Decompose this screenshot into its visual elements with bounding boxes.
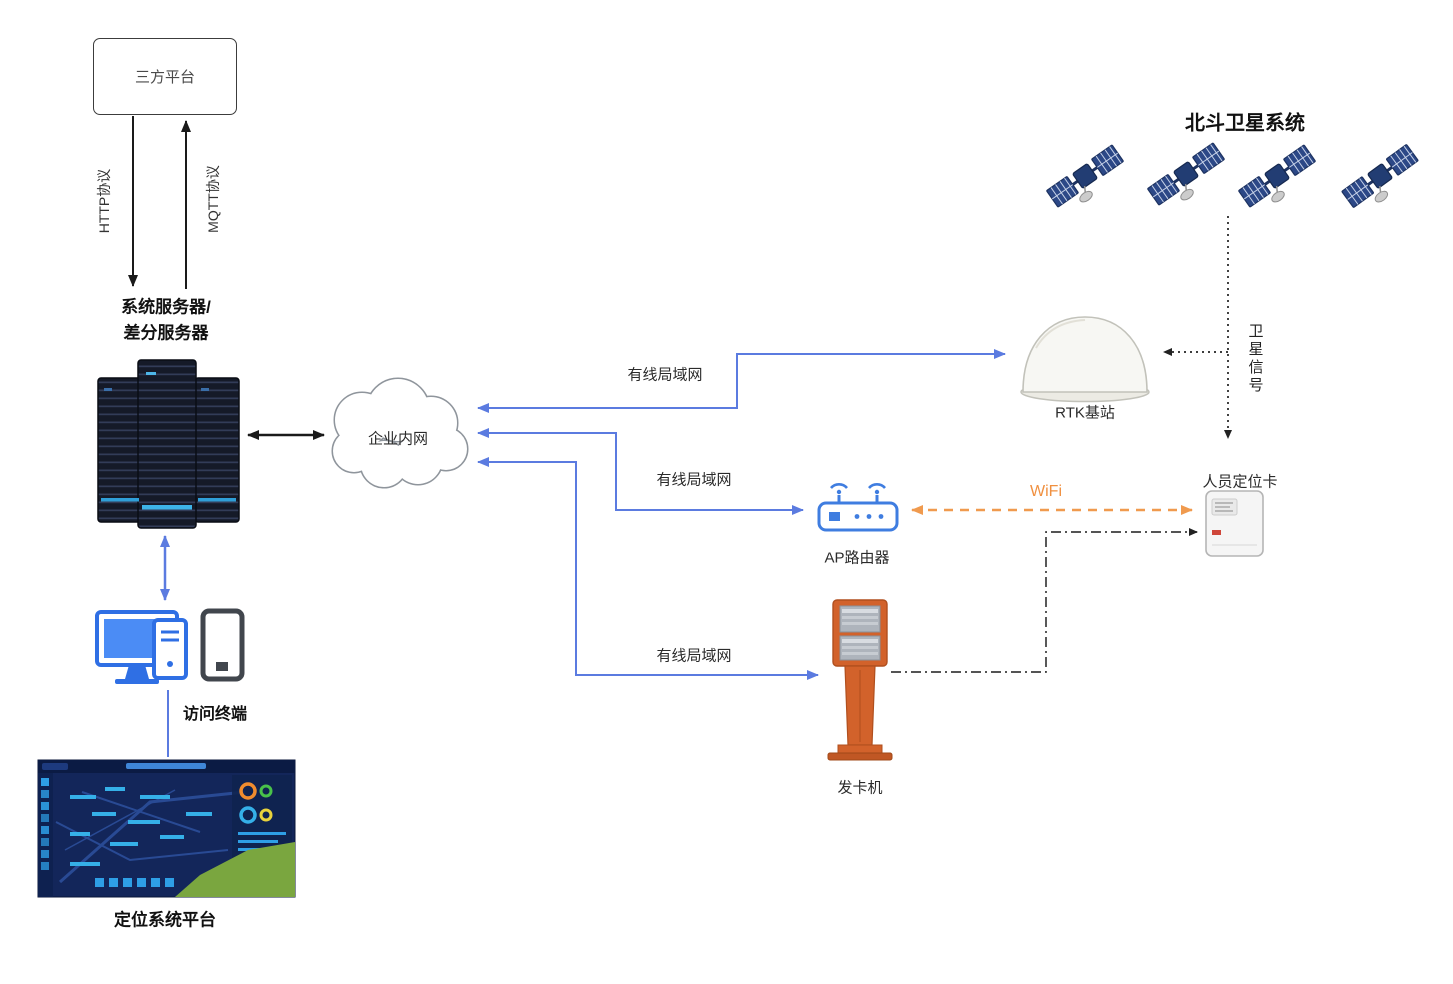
lan-kiosk-label: 有线局域网: [656, 647, 732, 665]
edge-kiosk-card: [891, 528, 1198, 673]
server-label: 系统服务器/ 差分服务器: [121, 295, 211, 346]
intranet-cloud-label: 企业内网: [367, 430, 429, 448]
server-rack-icon: [97, 359, 240, 529]
rtk-station-icon: [1020, 316, 1150, 403]
satellite-icons: [1044, 141, 1427, 219]
third-party-platform-label: 三方平台: [134, 69, 195, 86]
beidou-system-title: 北斗卫星系统: [1185, 112, 1305, 135]
card-dispenser-label: 发卡机: [837, 779, 883, 797]
terminal-icons: [95, 608, 245, 684]
http-protocol-label: HTTP协议: [96, 168, 112, 234]
edge-lan-kiosk: [477, 457, 819, 680]
platform-screenshot: [37, 759, 296, 898]
pc-tower-icon: [152, 618, 188, 680]
satellite-icon: [1236, 143, 1324, 219]
ap-router-icon: [817, 483, 899, 532]
access-terminal-label: 访问终端: [182, 706, 248, 723]
satellite-icon: [1044, 143, 1132, 219]
lan-rtk-label: 有线局域网: [627, 366, 703, 384]
mqtt-protocol-label: MQTT协议: [205, 165, 221, 233]
edge-lan-ap: [477, 428, 804, 515]
phone-icon: [200, 608, 245, 682]
intranet-cloud: [331, 377, 469, 489]
satellite-icon: [1145, 141, 1233, 217]
wifi-label: WiFi: [1030, 483, 1062, 500]
positioning-card-label: 人员定位卡: [1202, 473, 1278, 491]
lan-ap-label: 有线局域网: [656, 471, 732, 489]
satellite-icon: [1340, 142, 1427, 219]
rtk-station-label: RTK基站: [1055, 404, 1115, 422]
server-label-line2: 差分服务器: [123, 323, 209, 342]
positioning-card-icon: [1205, 490, 1264, 557]
third-party-platform-node: 三方平台: [93, 38, 237, 115]
platform-label: 定位系统平台: [114, 910, 216, 930]
edge-lan-rtk: [477, 349, 1006, 413]
satellite-signal-label: 卫星信号: [1246, 323, 1264, 395]
ap-router-label: AP路由器: [824, 549, 890, 567]
card-dispenser-icon: [827, 599, 893, 761]
server-label-line1: 系统服务器/: [121, 297, 211, 317]
